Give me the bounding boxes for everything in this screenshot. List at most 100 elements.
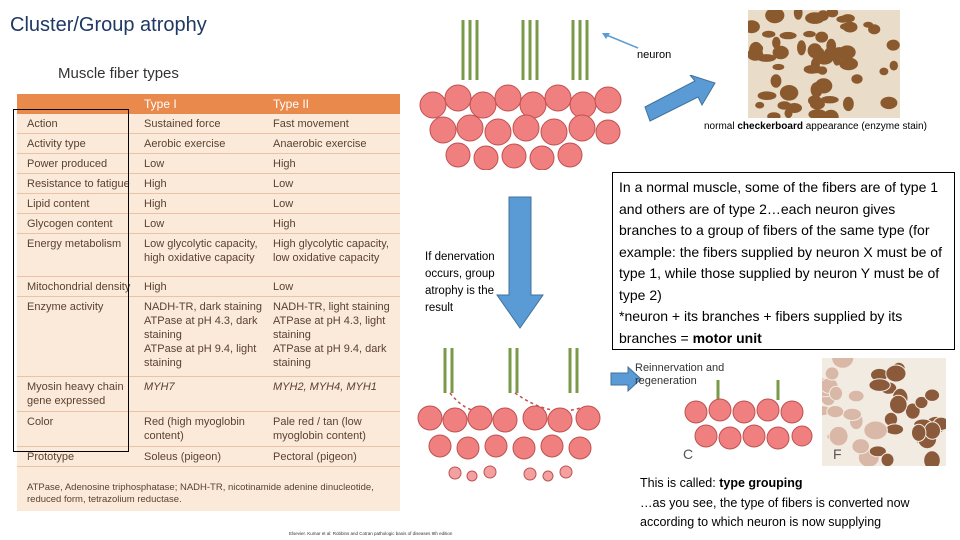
table-cell: MYH7 xyxy=(144,381,175,393)
table-footnote: ATPase, Adenosine triphosphatase; NADH-T… xyxy=(27,482,374,505)
reinnervation-label: Reinnervation and regeneration xyxy=(635,362,725,387)
table-cell: Sustained force xyxy=(144,118,221,130)
type-grouping-text: This is called: type grouping …as you se… xyxy=(640,476,910,529)
table-cell: Resistance to fatigue xyxy=(27,178,130,190)
grouped-fiber xyxy=(828,385,844,402)
table-cell: Color xyxy=(27,416,54,428)
stain-fiber xyxy=(808,109,827,118)
figure-title: Muscle fiber types xyxy=(58,65,179,82)
stain-fiber xyxy=(805,12,825,24)
table-row: Enzyme activity NADH-TR, dark staining AT… xyxy=(17,297,400,377)
right-arrow xyxy=(610,366,642,392)
grouped-fiber xyxy=(914,395,929,410)
table-cell: NADH-TR, light staining ATPase at pH 4.3… xyxy=(273,301,390,369)
neuron-pointer-arrow xyxy=(602,33,639,49)
stain-fiber xyxy=(779,85,799,101)
stain-fiber xyxy=(838,45,856,60)
table-cell: Aerobic exercise xyxy=(144,138,226,150)
stain-fiber xyxy=(772,63,785,71)
stain-fiber xyxy=(807,66,827,74)
denervation-diagram xyxy=(417,348,601,482)
table-cell: Lipid content xyxy=(27,198,90,210)
stain-fiber xyxy=(814,78,833,94)
table-row: Energy metabolism Low glycolytic capacity… xyxy=(17,234,400,277)
table-cell: MYH2, MYH4, MYH1 xyxy=(273,381,377,393)
stain-fiber xyxy=(770,74,782,88)
stain-fiber xyxy=(809,98,825,110)
stain-fiber xyxy=(769,10,779,18)
normal-innervation-diagram xyxy=(419,20,622,170)
label-c: C xyxy=(683,446,694,462)
neuron-label: neuron xyxy=(637,49,672,61)
stain-fiber xyxy=(797,40,806,56)
table-cell: Prototype xyxy=(27,451,75,463)
table-cell: High xyxy=(144,281,167,293)
grouped-fiber xyxy=(911,423,927,442)
table-cell: Action xyxy=(27,118,58,130)
grouped-fiber xyxy=(824,366,840,381)
grouped-fiber xyxy=(889,394,908,415)
header-type-2: Type II xyxy=(273,97,310,111)
table-cell: Low xyxy=(144,158,165,170)
grouped-fiber xyxy=(868,445,887,458)
stain-fiber xyxy=(868,24,881,35)
stain-fiber xyxy=(851,74,863,84)
stain-fiber xyxy=(826,10,839,18)
table-row: Prototype Soleus (pigeon) Pectoral (pigeon… xyxy=(17,447,400,467)
grouped-fiber xyxy=(885,423,905,436)
grouped-fiber xyxy=(868,378,891,392)
table-cell: Energy metabolism xyxy=(27,238,122,250)
stain-fiber xyxy=(836,15,850,23)
stain-fiber xyxy=(779,31,797,40)
table-cell: Power produced xyxy=(27,158,108,170)
table-cell: High xyxy=(144,178,167,190)
stain-fiber xyxy=(803,30,816,38)
table-cell: Enzyme activity xyxy=(27,301,104,313)
table-cell: Low xyxy=(273,198,294,210)
table-cell: Glycogen content xyxy=(27,218,113,230)
stain-fiber xyxy=(823,109,839,118)
slide-title: Cluster/Group atrophy xyxy=(10,14,207,36)
stain-fiber xyxy=(767,112,781,118)
muscle-fibers xyxy=(419,84,622,170)
stain-fiber xyxy=(879,67,889,76)
stain-fiber xyxy=(815,51,834,65)
stain-fiber xyxy=(748,20,760,34)
stain-fiber xyxy=(880,96,898,110)
grouped-fiber xyxy=(885,364,907,383)
table-cell: Pectoral (pigeon) xyxy=(273,451,357,463)
grouped-fiber xyxy=(923,450,941,466)
table-cell: Pale red / tan (low myoglobin content) xyxy=(273,416,366,442)
stain-fiber xyxy=(762,30,776,38)
grouped-fiber xyxy=(851,438,871,455)
stain-fiber xyxy=(749,41,763,58)
checkerboard-stain-image xyxy=(748,10,900,118)
grouped-fiber xyxy=(863,420,888,441)
reinnervation-diagram xyxy=(684,380,813,450)
stain-fiber xyxy=(820,96,839,104)
stain-fiber xyxy=(786,103,802,113)
stain-fiber xyxy=(843,96,854,112)
stain-fiber xyxy=(772,45,789,60)
table-cell: NADH-TR, dark staining ATPase at pH 4.3,… xyxy=(144,301,262,369)
table-cell: Low glycolytic capacity, high oxidative … xyxy=(144,238,258,264)
info-box: In a normal muscle, some of the fibers a… xyxy=(612,172,955,350)
table-cell: Soleus (pigeon) xyxy=(144,451,222,463)
table-cell: Mitochondrial density xyxy=(27,281,131,293)
grouped-fiber xyxy=(828,425,849,447)
stain-fiber xyxy=(772,36,781,49)
column-highlight-box xyxy=(13,109,129,452)
stain-fiber xyxy=(889,60,898,71)
stain-fiber xyxy=(755,101,765,109)
nerve-fibers xyxy=(461,20,589,80)
stain-fiber xyxy=(757,91,777,100)
table-cell: Low xyxy=(144,218,165,230)
